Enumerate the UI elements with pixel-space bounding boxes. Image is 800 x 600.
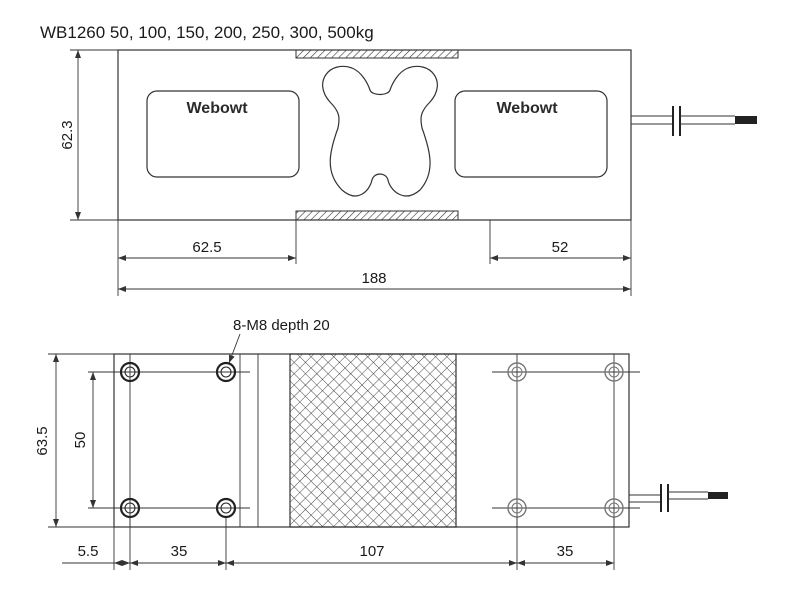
bottom-view: 8-M8 depth 20 63.5 50 5.5: [34, 317, 728, 570]
brand-logo-left: Webowt: [186, 100, 248, 117]
mounting-hole: [215, 361, 237, 383]
bottom-hatched-strip: [295, 210, 459, 221]
mounting-hole: [604, 362, 624, 382]
mounting-hole: [507, 362, 527, 382]
middle-label: 107: [359, 543, 384, 560]
bottom-cable: [629, 484, 728, 512]
hole-spacing-label: 50: [72, 432, 89, 449]
top-view-body: [117, 49, 632, 221]
right-label-window: [454, 90, 608, 178]
thread-note: 8-M8 depth 20: [233, 317, 330, 334]
binocular-cutout: [322, 65, 438, 197]
cable-tip: [708, 492, 728, 499]
top-view: Webowt Webowt 62.3 62.5 52: [59, 49, 757, 296]
brand-logo-right: Webowt: [496, 100, 558, 117]
left-segment-label: 62.5: [192, 239, 221, 256]
left-mounting-holes: [119, 361, 237, 519]
left-pitch-label: 35: [171, 543, 188, 560]
cable-tip: [735, 116, 757, 124]
thread-note-leader: [228, 333, 241, 364]
model-title: WB1260 50, 100, 150, 200, 250, 300, 500k…: [40, 23, 374, 42]
top-hatched-strip: [295, 49, 459, 59]
right-segment-label: 52: [552, 239, 569, 256]
bottom-height-label: 63.5: [34, 426, 51, 455]
top-cable: [631, 106, 757, 136]
height-dimension-label: 62.3: [59, 120, 76, 149]
edge-offset-label: 5.5: [78, 543, 99, 560]
right-mounting-holes: [507, 362, 624, 518]
mounting-hole: [119, 361, 141, 383]
total-length-label: 188: [361, 270, 386, 287]
right-pitch-label: 35: [557, 543, 574, 560]
gauge-cover-crosshatch: [289, 353, 457, 528]
left-label-window: [146, 90, 300, 178]
